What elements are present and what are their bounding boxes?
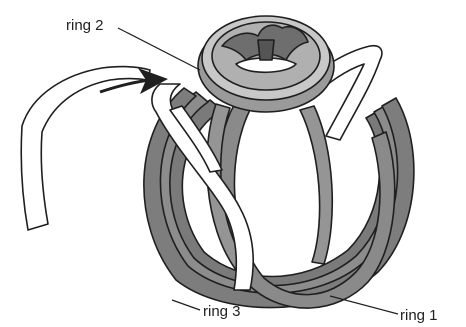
setting-ornament-center (258, 40, 274, 60)
label-ring-1: ring 1 (400, 308, 438, 323)
loose-strip (21, 67, 150, 230)
ring-band-inner-b (300, 106, 332, 264)
leader-ring3 (172, 300, 200, 310)
leader-ring1 (330, 296, 398, 314)
ring-setting (198, 16, 334, 112)
label-ring-3: ring 3 (203, 304, 241, 319)
leader-ring2 (118, 28, 200, 70)
label-ring-2: ring 2 (66, 18, 104, 33)
